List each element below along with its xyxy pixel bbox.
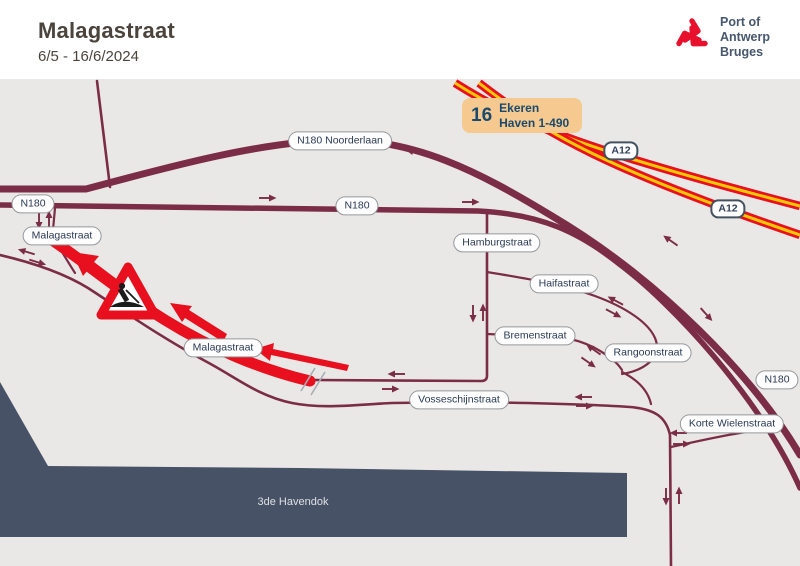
road-label-n180-noorderlaan: N180 Noorderlaan xyxy=(288,131,392,151)
road-connector-loop xyxy=(620,370,653,406)
road-hamburgstraat xyxy=(313,209,489,383)
date-range: 6/5 - 16/6/2024 xyxy=(38,48,139,65)
port-logo-text: Port of Antwerp Bruges xyxy=(720,15,770,59)
road-label-malagastraat-top: Malagastraat xyxy=(22,226,102,246)
road-label-a12-upper: A12 xyxy=(603,141,639,161)
motorway-exit-sign: 16 Ekeren Haven 1-490 xyxy=(462,98,582,133)
road-label-hamburgstraat: Hamburgstraat xyxy=(453,233,541,253)
road-label-n180-west: N180 xyxy=(11,194,55,214)
road-label-n180-center: N180 xyxy=(335,196,379,216)
port-logo-icon xyxy=(672,14,712,61)
road-label-bremenstraat: Bremenstraat xyxy=(494,326,576,346)
exit-number: 16 xyxy=(471,104,493,126)
road-label-n180-east: N180 xyxy=(755,370,799,390)
page-title: Malagastraat xyxy=(38,18,175,43)
dock-area-3de-havendok xyxy=(0,382,627,537)
road-label-rangoonstraat: Rangoonstraat xyxy=(604,343,692,363)
roadworks-triangle-icon xyxy=(96,262,160,320)
port-of-antwerp-bruges-logo: Port of Antwerp Bruges xyxy=(672,14,770,61)
road-n180 xyxy=(0,202,800,491)
road-label-korte-wielenstraat: Korte Wielenstraat xyxy=(679,414,785,434)
road-label-malagastraat-mid: Malagastraat xyxy=(183,338,263,358)
road-vosseschijnstraat xyxy=(0,253,673,566)
road-access-north xyxy=(95,79,112,189)
dock-label: 3de Havendok xyxy=(257,496,329,508)
road-label-vosseschijnstraat: Vosseschijnstraat xyxy=(409,390,509,410)
closure-hatch-marks xyxy=(300,367,326,396)
road-label-a12-lower: A12 xyxy=(710,199,746,219)
road-n180-noorderlaan xyxy=(0,136,800,459)
road-label-haifastraat: Haifastraat xyxy=(529,274,599,294)
exit-destinations: Ekeren Haven 1-490 xyxy=(499,100,570,130)
